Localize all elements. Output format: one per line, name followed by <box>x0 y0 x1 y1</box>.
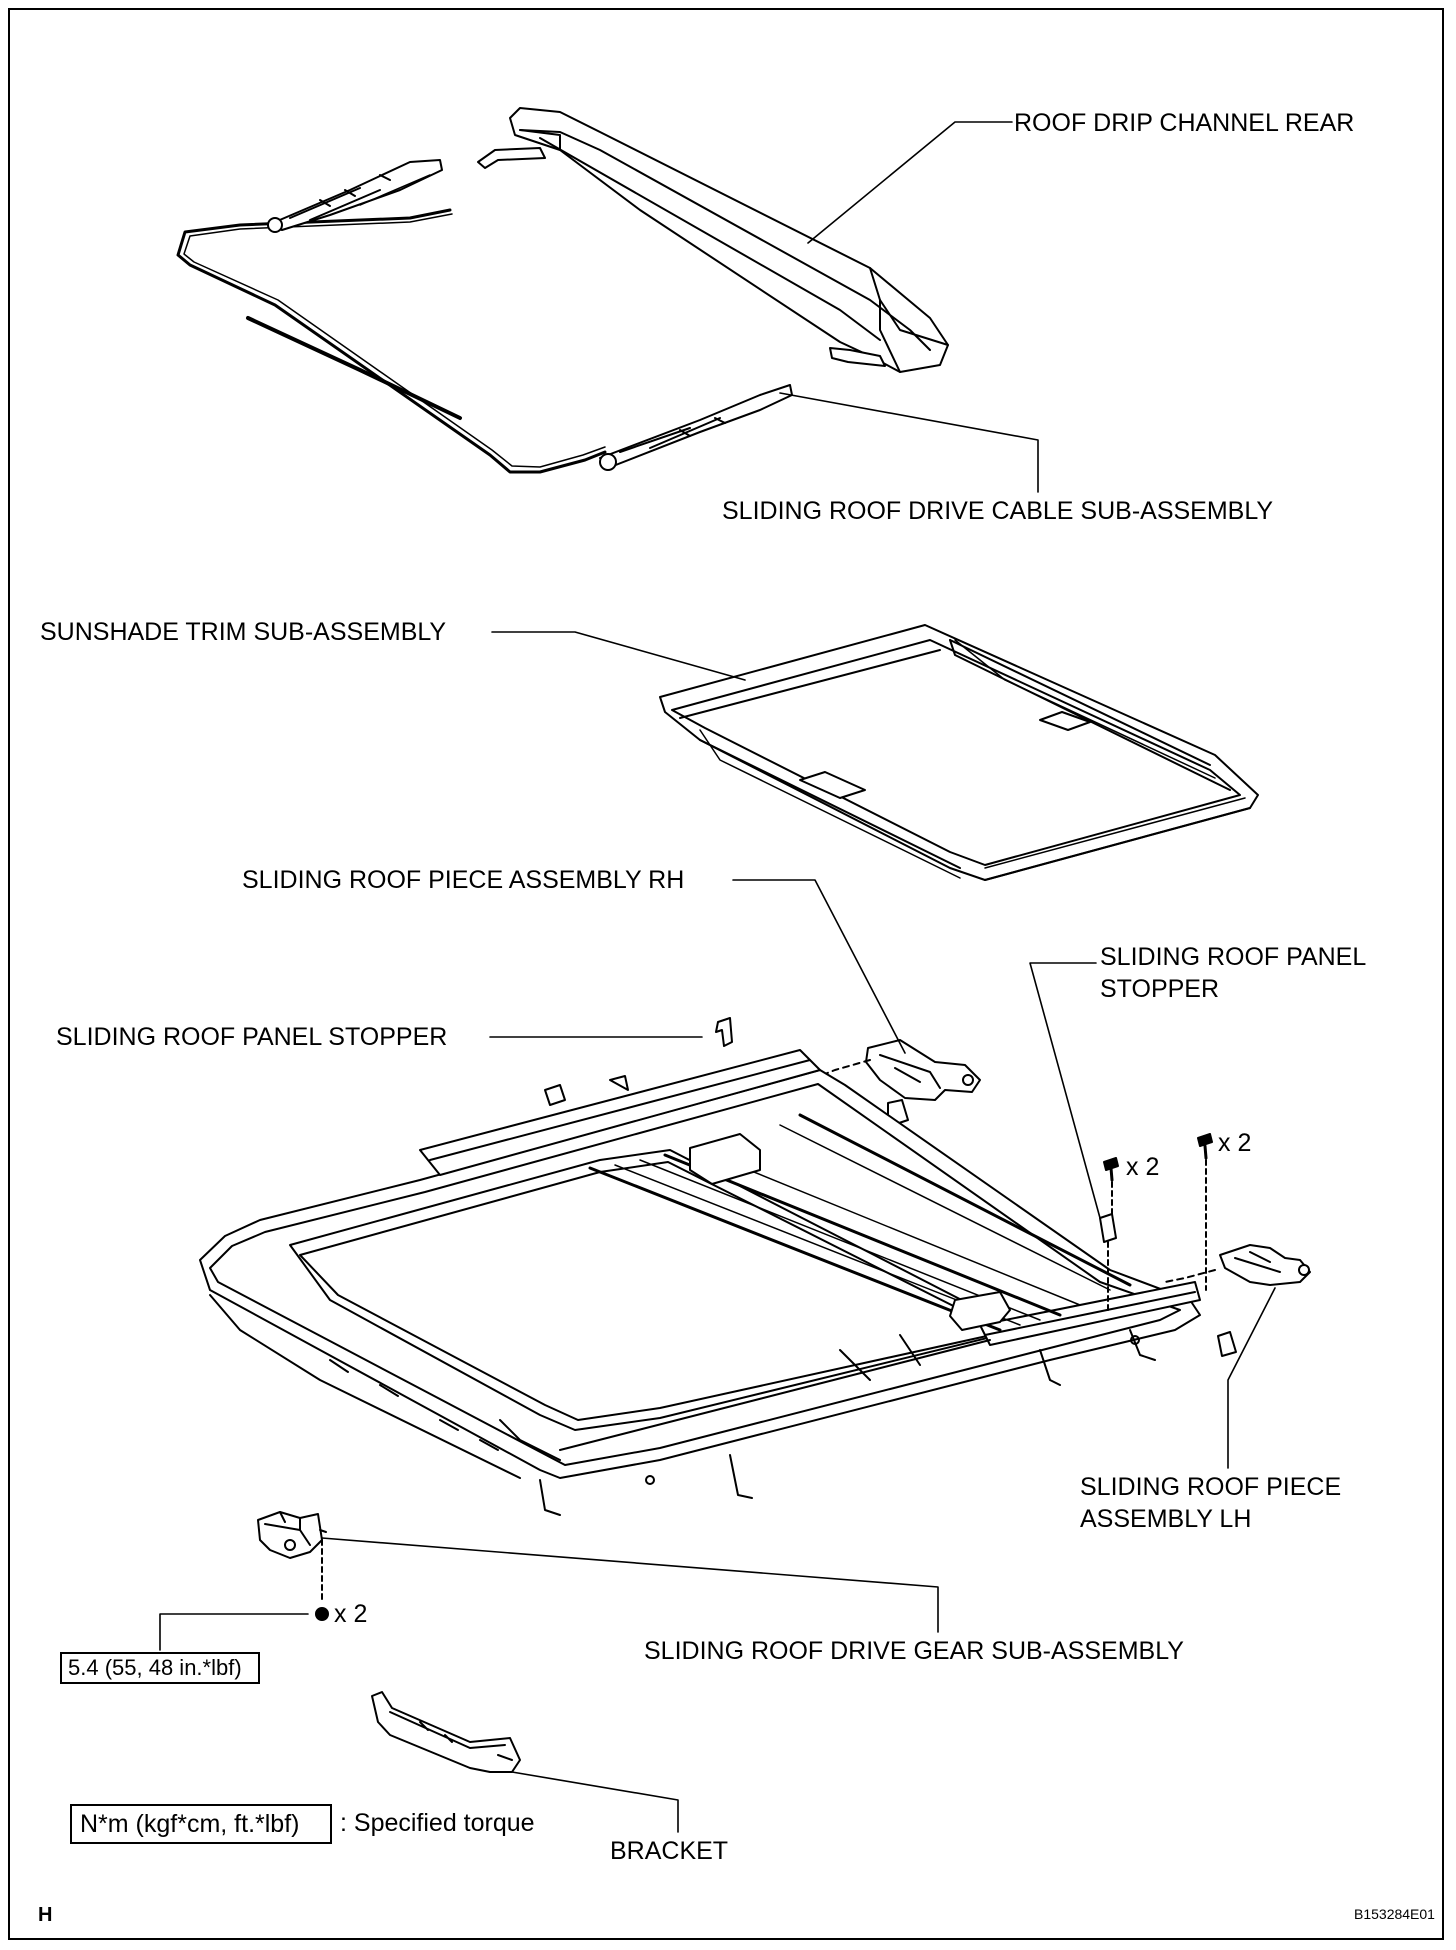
label-drive-gear: SLIDING ROOF DRIVE GEAR SUB-ASSEMBLY <box>644 1637 1184 1665</box>
label-piece-lh-line1: SLIDING ROOF PIECE <box>1080 1473 1342 1501</box>
label-panel-stopper-right-line1: SLIDING ROOF PANEL <box>1100 943 1367 971</box>
bracket-part <box>371 1691 521 1773</box>
label-piece-lh-line2: ASSEMBLY LH <box>1080 1505 1252 1533</box>
drive-gear-part <box>257 1511 329 1621</box>
label-piece-rh: SLIDING ROOF PIECE ASSEMBLY RH <box>242 866 685 894</box>
label-drive-cable: SLIDING ROOF DRIVE CABLE SUB-ASSEMBLY <box>722 497 1274 525</box>
sliding-roof-housing-frame-part <box>199 1049 1201 1516</box>
roof-drip-channel-rear-part <box>477 107 949 373</box>
label-sunshade-trim: SUNSHADE TRIM SUB-ASSEMBLY <box>40 618 447 646</box>
label-roof-drip-channel-rear: ROOF DRIP CHANNEL REAR <box>1014 109 1355 137</box>
piece-assembly-rh-part <box>809 1039 981 1125</box>
torque-value-box: 5.4 (55, 48 in.*lbf) <box>60 1652 260 1684</box>
label-panel-stopper-left: SLIDING ROOF PANEL STOPPER <box>56 1023 448 1051</box>
leader-lines <box>159 121 1276 1833</box>
label-bracket: BRACKET <box>610 1837 729 1865</box>
label-bolts-b-qty: x 2 <box>1218 1129 1252 1157</box>
page-letter: H <box>38 1904 53 1926</box>
torque-legend-text: : Specified torque <box>340 1809 535 1837</box>
sunshade-trim-part <box>659 624 1259 881</box>
label-bolts-a-qty: x 2 <box>1126 1153 1160 1181</box>
label-gear-bolts-qty: x 2 <box>334 1600 368 1628</box>
figure-id: B153284E01 <box>1354 1906 1435 1922</box>
label-panel-stopper-right-line2: STOPPER <box>1100 975 1220 1003</box>
right-side-parts <box>1099 1133 1311 1357</box>
torque-legend-units-box: N*m (kgf*cm, ft.*lbf) <box>70 1804 332 1844</box>
page-frame <box>8 8 1444 1940</box>
panel-stopper-left-part <box>715 1017 733 1047</box>
